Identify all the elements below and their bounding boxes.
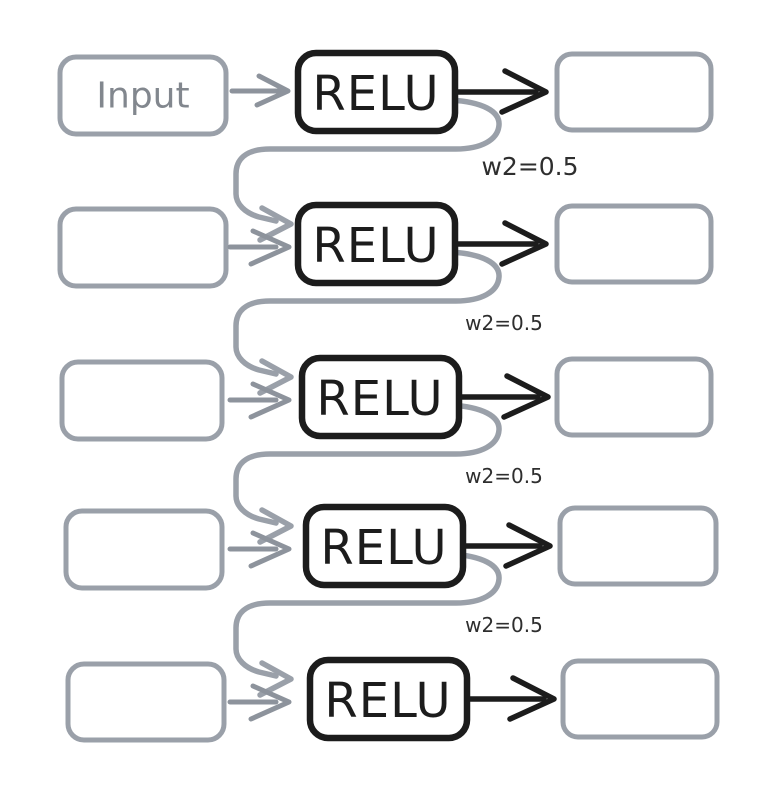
- recurrent-arrowhead-icon: [257, 205, 294, 243]
- input-box: [59, 359, 225, 442]
- input-box: [63, 508, 225, 591]
- output-arrowhead-icon: [499, 68, 549, 115]
- relu-label: RELU: [316, 371, 443, 427]
- output-arrowhead-icon: [499, 220, 549, 267]
- output-arrowhead-icon: [501, 373, 551, 420]
- input-arrowhead-icon: [248, 228, 292, 267]
- row-3: RELU: [59, 354, 714, 442]
- recurrent-curve: [233, 97, 502, 224]
- input-box: [65, 661, 227, 743]
- input-box: [57, 206, 229, 289]
- output-box: [554, 203, 714, 285]
- weight-label: w2=0.5: [465, 311, 543, 335]
- recurrent-curve: [233, 249, 502, 377]
- recurrent-connection-4: w2=0.5: [233, 551, 543, 698]
- output-box: [560, 658, 720, 740]
- output-arrowhead-icon: [507, 675, 557, 722]
- output-box: [554, 356, 714, 438]
- weight-label: w2=0.5: [465, 464, 543, 488]
- input-arrowhead-icon: [248, 683, 292, 722]
- relu-label: RELU: [320, 520, 447, 576]
- input-arrowhead-icon: [248, 381, 292, 420]
- input-box: [57, 54, 229, 137]
- input-arrowhead-icon: [254, 73, 291, 108]
- recurrent-arrowhead-icon: [257, 507, 294, 545]
- relu-label: RELU: [324, 673, 451, 729]
- relu-label: RELU: [312, 218, 439, 274]
- output-box: [557, 505, 719, 587]
- recurrent-connection-1: w2=0.5: [233, 97, 579, 243]
- row-2: RELU: [57, 201, 714, 289]
- recurrent-curve: [233, 402, 502, 526]
- output-arrowhead-icon: [503, 522, 553, 569]
- relu-label: RELU: [312, 66, 439, 122]
- row-1: Input RELU: [57, 49, 714, 137]
- row-4: RELU: [63, 503, 719, 591]
- weight-label: w2=0.5: [465, 613, 543, 637]
- row-5: RELU: [65, 656, 720, 743]
- recurrent-curve: [233, 551, 502, 679]
- output-box: [554, 51, 714, 133]
- recurrent-arrowhead-icon: [257, 358, 294, 396]
- recurrent-connection-2: w2=0.5: [233, 249, 543, 396]
- input-box-label: Input: [96, 76, 189, 117]
- input-arrowhead-icon: [248, 530, 292, 569]
- recurrent-arrowhead-icon: [257, 660, 294, 698]
- recurrent-connection-3: w2=0.5: [233, 402, 543, 545]
- weight-label: w2=0.5: [481, 152, 578, 181]
